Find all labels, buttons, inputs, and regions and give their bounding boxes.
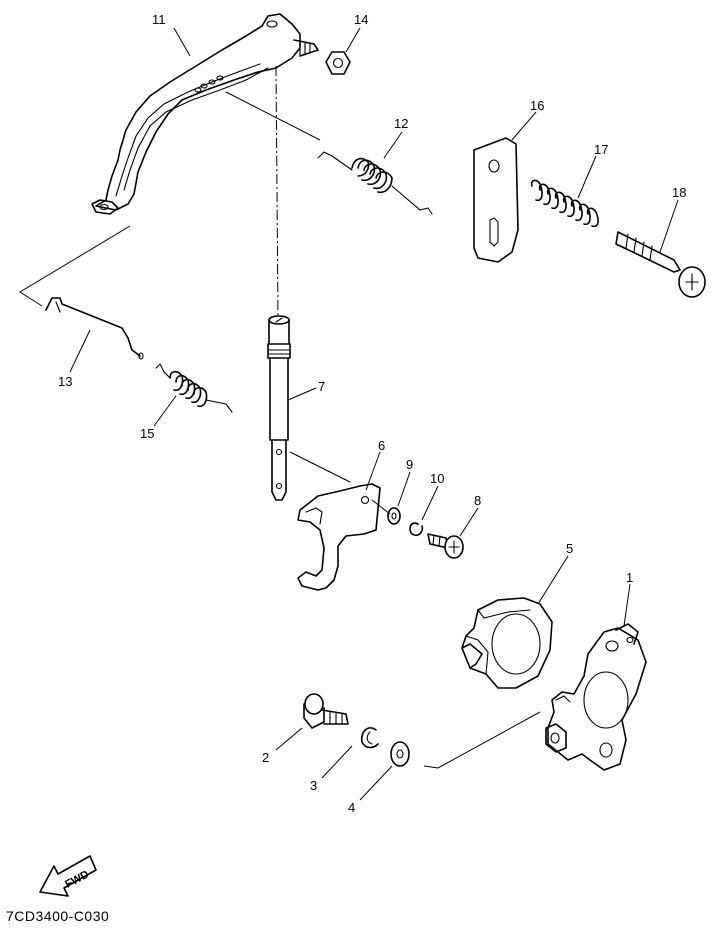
callout-1: 1 xyxy=(626,570,633,585)
callout-10: 10 xyxy=(430,471,444,486)
callout-16: 16 xyxy=(530,98,544,113)
callout-13: 13 xyxy=(58,374,72,389)
part-15-spring xyxy=(155,363,233,413)
callout-leaders xyxy=(69,27,679,801)
callout-9: 9 xyxy=(406,457,413,472)
part-3-clip xyxy=(360,727,379,749)
callout-7: 7 xyxy=(318,379,325,394)
callout-12: 12 xyxy=(394,116,408,131)
fwd-arrow-icon: FWD xyxy=(39,855,97,897)
callout-6: 6 xyxy=(378,438,385,453)
part-17-spring xyxy=(530,179,599,228)
reference-code: 7CD3400-C030 xyxy=(6,908,110,924)
callout-14: 14 xyxy=(354,12,368,27)
callout-15: 15 xyxy=(140,426,154,441)
part-4-washer xyxy=(390,741,410,767)
part-12-spring xyxy=(317,151,433,215)
part-2-bolt xyxy=(303,693,349,729)
part-13-link-rod xyxy=(45,297,144,360)
part-5-collar xyxy=(461,597,553,689)
callout-11: 11 xyxy=(152,12,166,27)
callout-5: 5 xyxy=(566,541,573,556)
part-9-washer xyxy=(387,507,401,525)
callout-17: 17 xyxy=(594,142,608,157)
callout-labels: 11 14 12 16 17 18 13 15 7 6 9 10 8 5 1 2… xyxy=(58,12,686,815)
assembly-lines xyxy=(19,65,541,769)
part-1-flange xyxy=(545,623,647,771)
part-18-screw xyxy=(615,231,706,298)
part-11-lever-bracket xyxy=(91,13,319,215)
callout-2: 2 xyxy=(262,750,269,765)
callout-18: 18 xyxy=(672,185,686,200)
callout-4: 4 xyxy=(348,800,355,815)
part-16-plate xyxy=(473,137,519,263)
callout-3: 3 xyxy=(310,778,317,793)
part-7-shaft xyxy=(267,315,291,501)
part-6-fork-plate xyxy=(297,483,381,591)
part-8-screw xyxy=(427,533,464,559)
part-10-spring-washer xyxy=(409,522,424,537)
callout-8: 8 xyxy=(474,493,481,508)
part-14-nut xyxy=(325,51,351,75)
